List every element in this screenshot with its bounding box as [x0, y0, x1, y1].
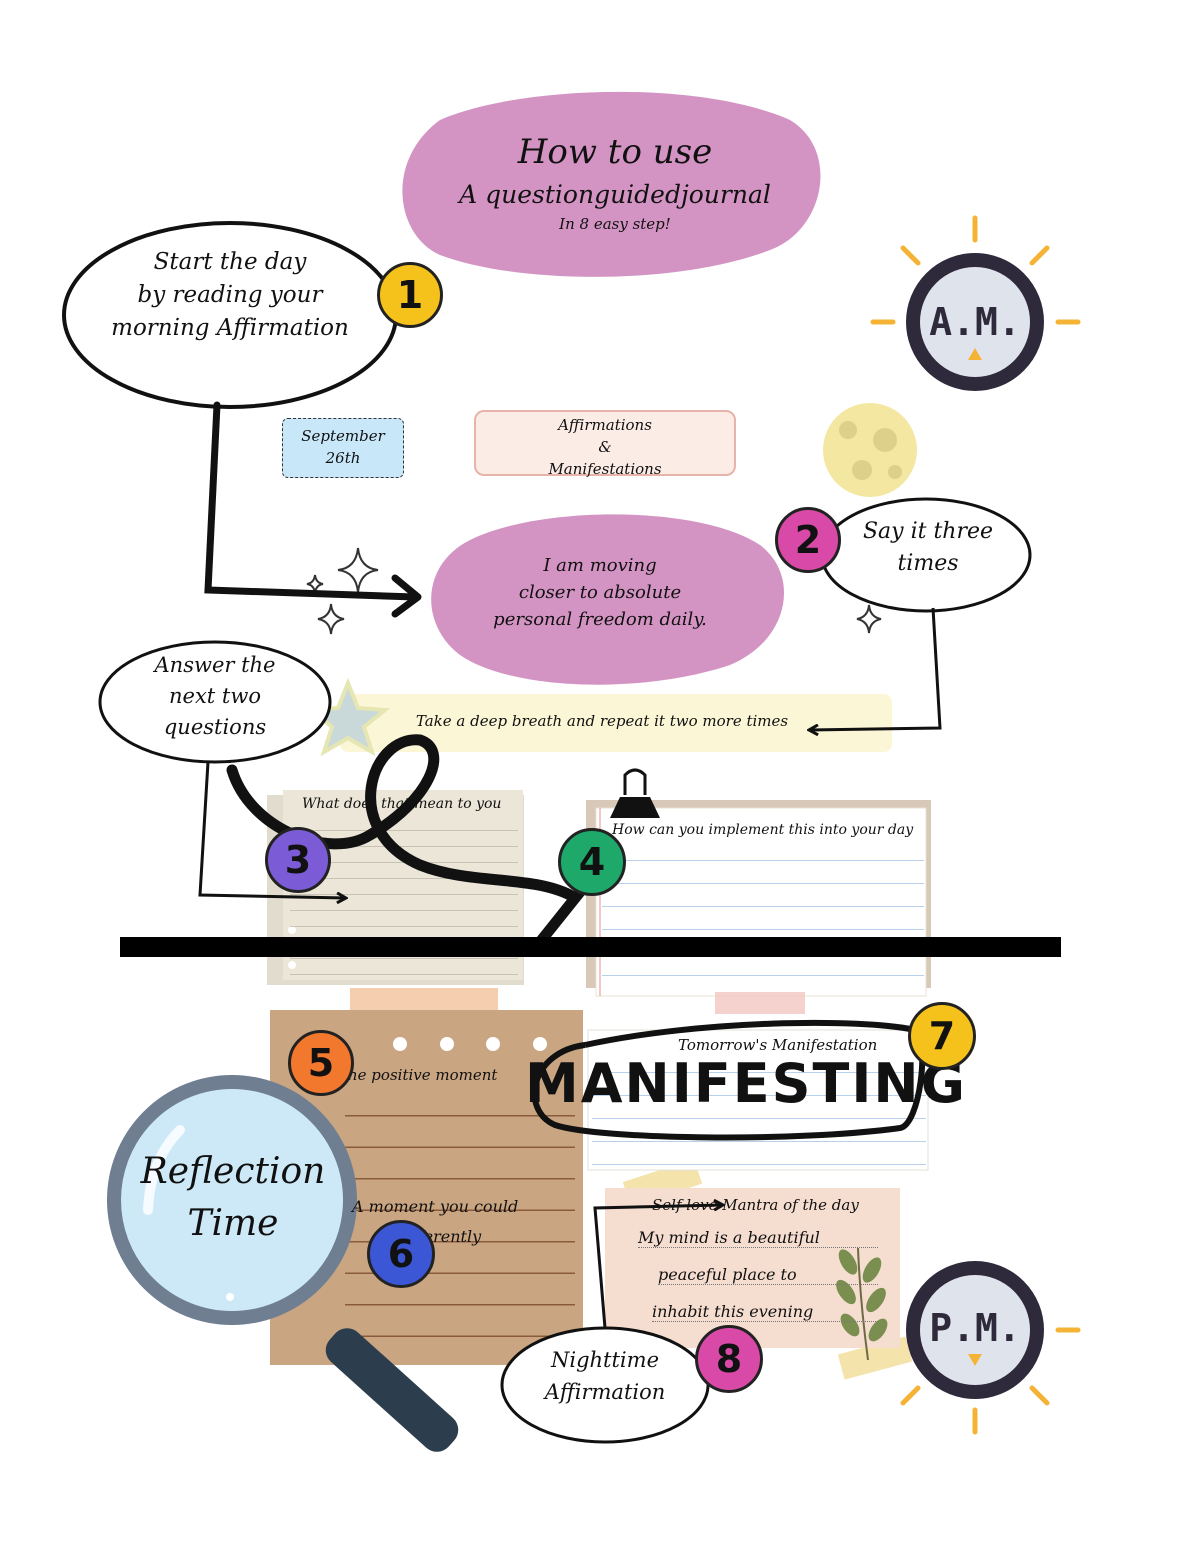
arrow-1: [204, 401, 419, 601]
note-7-text: Tomorrow's Manifestation: [678, 1036, 878, 1054]
breath-banner-bg: [340, 694, 892, 752]
magnifier-icon: [107, 1075, 459, 1452]
questions-oval: [98, 640, 332, 764]
note-4-text: How can you implement this into your day: [612, 822, 914, 838]
leaf-icon: [836, 1247, 888, 1361]
step-3-badge: 3: [265, 827, 331, 893]
page-tagline: In 8 easy step!: [559, 215, 671, 233]
step-8-badge: 8: [695, 1325, 763, 1393]
arrow-3: [198, 761, 345, 898]
kraft-lines: [345, 1085, 575, 1355]
mantra-line-3: inhabit this evening: [652, 1302, 878, 1322]
step-6-badge: 6: [367, 1220, 435, 1288]
note-5-text: The positive moment: [338, 1066, 498, 1084]
affirmations-box: Affirmations&Manifestations: [474, 410, 736, 478]
step-7-badge: 7: [908, 1002, 976, 1070]
pm-label: P.M.: [929, 1306, 1021, 1350]
am-clock-icon: [870, 215, 1081, 391]
page-subtitle: A questionguidedjournal: [459, 180, 771, 209]
affirmation-brush-blob: [431, 514, 784, 685]
note-7-lines: [592, 1050, 926, 1168]
mantra-title: Self love Mantra of the day: [652, 1196, 859, 1214]
step-2-badge: 2: [775, 507, 841, 573]
arrow-2: [810, 607, 942, 730]
step-1-badge: 1: [377, 262, 443, 328]
breath-banner-text: Take a deep breath and repeat it two mor…: [415, 712, 789, 730]
step-5-badge: 5: [288, 1030, 354, 1096]
title-brush-blob: [402, 91, 821, 277]
binder-clip-icon: [610, 768, 660, 818]
arrow-8: [593, 1205, 722, 1329]
manifesting-scribble: [531, 1019, 926, 1141]
step-4-badge: 4: [558, 828, 626, 896]
note-4-lines: [602, 838, 924, 988]
am-pm-divider: [120, 937, 1061, 957]
mantra-line-1: My mind is a beautiful: [638, 1228, 878, 1248]
page-title: How to use: [517, 132, 713, 172]
note-3-text: What does that mean to you: [302, 796, 502, 812]
mantra-line-2: peaceful place to: [658, 1265, 878, 1285]
manifesting-word: MANIFESTING: [525, 1052, 967, 1115]
am-label: A.M.: [929, 300, 1021, 344]
moon-icon: [823, 403, 917, 497]
